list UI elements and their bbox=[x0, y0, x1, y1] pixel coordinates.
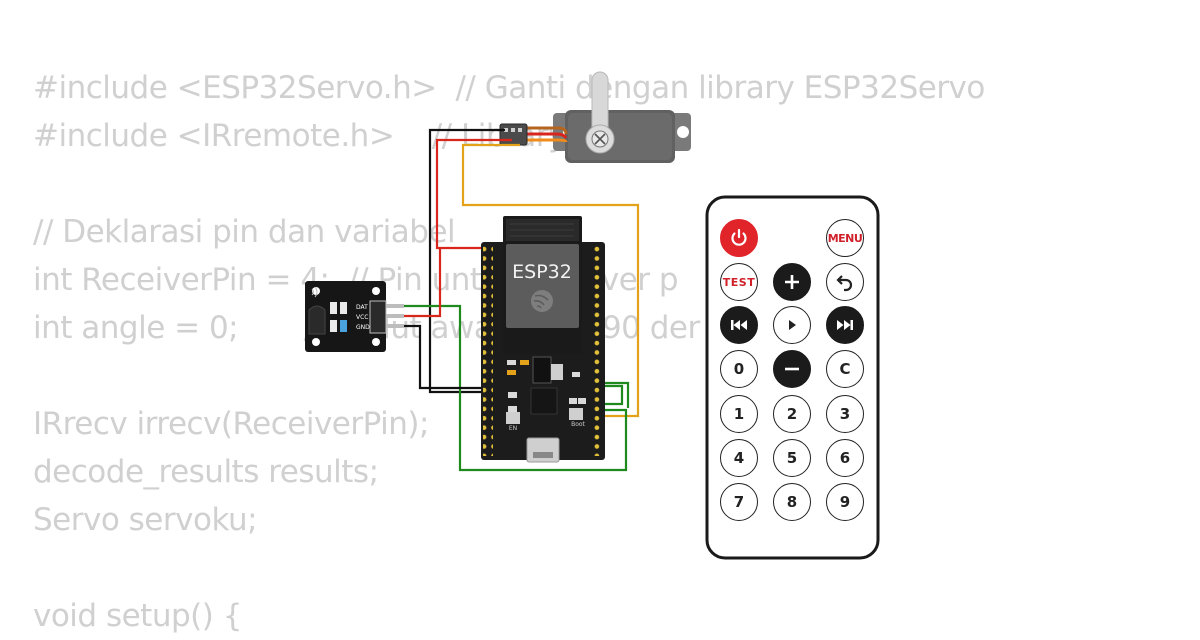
remote-prev-button[interactable] bbox=[720, 306, 758, 344]
usb-uart-chip bbox=[530, 387, 558, 415]
remote-9-label: 9 bbox=[839, 493, 851, 511]
remote-6-button[interactable]: 6 bbox=[826, 439, 864, 477]
ir-pin-label-gnd: GND bbox=[356, 324, 370, 331]
en-button[interactable] bbox=[506, 412, 520, 424]
remote-back-button[interactable] bbox=[826, 263, 864, 301]
micro-usb-port[interactable] bbox=[526, 437, 560, 463]
power-icon bbox=[731, 228, 747, 246]
remote-test-label: TEST bbox=[722, 275, 756, 289]
remote-8-label: 8 bbox=[786, 493, 798, 511]
remote-3-label: 3 bbox=[839, 405, 851, 423]
back-icon bbox=[836, 275, 853, 292]
remote-plus-button[interactable] bbox=[773, 263, 811, 301]
remote-menu-label: MENU bbox=[827, 231, 863, 245]
code-line: IRrecv irrecv(ReceiverPin); bbox=[33, 406, 429, 442]
code-line: // Deklarasi pin dan variabel bbox=[33, 214, 456, 250]
remote-4-button[interactable]: 4 bbox=[720, 439, 758, 477]
remote-c-label: C bbox=[839, 360, 851, 378]
remote-2-label: 2 bbox=[786, 405, 798, 423]
servo-motor[interactable] bbox=[553, 71, 691, 163]
code-line: Servo servoku; bbox=[33, 502, 258, 538]
remote-1-button[interactable]: 1 bbox=[720, 395, 758, 433]
servo-connector bbox=[499, 123, 528, 146]
remote-c-button[interactable]: C bbox=[826, 350, 864, 388]
remote-7-button[interactable]: 7 bbox=[720, 483, 758, 521]
boot-label: Boot bbox=[571, 421, 585, 428]
ir-sensor-dome bbox=[308, 305, 326, 335]
remote-5-button[interactable]: 5 bbox=[773, 439, 811, 477]
en-label: EN bbox=[509, 425, 517, 432]
remote-minus-button[interactable] bbox=[773, 350, 811, 388]
esp32-shield bbox=[506, 244, 579, 328]
remote-power-button[interactable] bbox=[720, 219, 758, 257]
code-line: void setup() { bbox=[33, 598, 242, 634]
remote-3-button[interactable]: 3 bbox=[826, 395, 864, 433]
plus-icon bbox=[785, 275, 799, 289]
remote-4-label: 4 bbox=[733, 449, 745, 467]
next-icon bbox=[837, 320, 853, 330]
prev-icon bbox=[731, 320, 747, 330]
right-pin-header bbox=[593, 244, 603, 456]
remote-test-button[interactable]: TEST bbox=[720, 263, 758, 301]
remote-next-button[interactable] bbox=[826, 306, 864, 344]
remote-menu-button[interactable]: MENU bbox=[826, 219, 864, 257]
remote-8-button[interactable]: 8 bbox=[773, 483, 811, 521]
remote-0-button[interactable]: 0 bbox=[720, 350, 758, 388]
ir-pin-label-vcc: VCC bbox=[356, 314, 368, 321]
remote-play-button[interactable] bbox=[773, 306, 811, 344]
remote-5-label: 5 bbox=[786, 449, 798, 467]
remote-1-label: 1 bbox=[733, 405, 745, 423]
remote-6-label: 6 bbox=[839, 449, 851, 467]
remote-2-button[interactable]: 2 bbox=[773, 395, 811, 433]
esp32-label: ESP32 bbox=[512, 261, 572, 283]
remote-0-label: 0 bbox=[733, 360, 745, 378]
remote-7-label: 7 bbox=[733, 493, 745, 511]
minus-icon bbox=[785, 367, 799, 371]
remote-9-button[interactable]: 9 bbox=[826, 483, 864, 521]
boot-button[interactable] bbox=[569, 408, 583, 420]
play-icon bbox=[789, 320, 796, 330]
ir-pin-label-dat: DAT bbox=[356, 304, 368, 311]
left-pin-header bbox=[483, 244, 493, 456]
ir-receiver-module[interactable]: DAT VCC GND bbox=[305, 281, 404, 352]
esp32-board[interactable]: ESP32 EN Boot bbox=[481, 216, 605, 463]
code-line: decode_results results; bbox=[33, 454, 379, 490]
